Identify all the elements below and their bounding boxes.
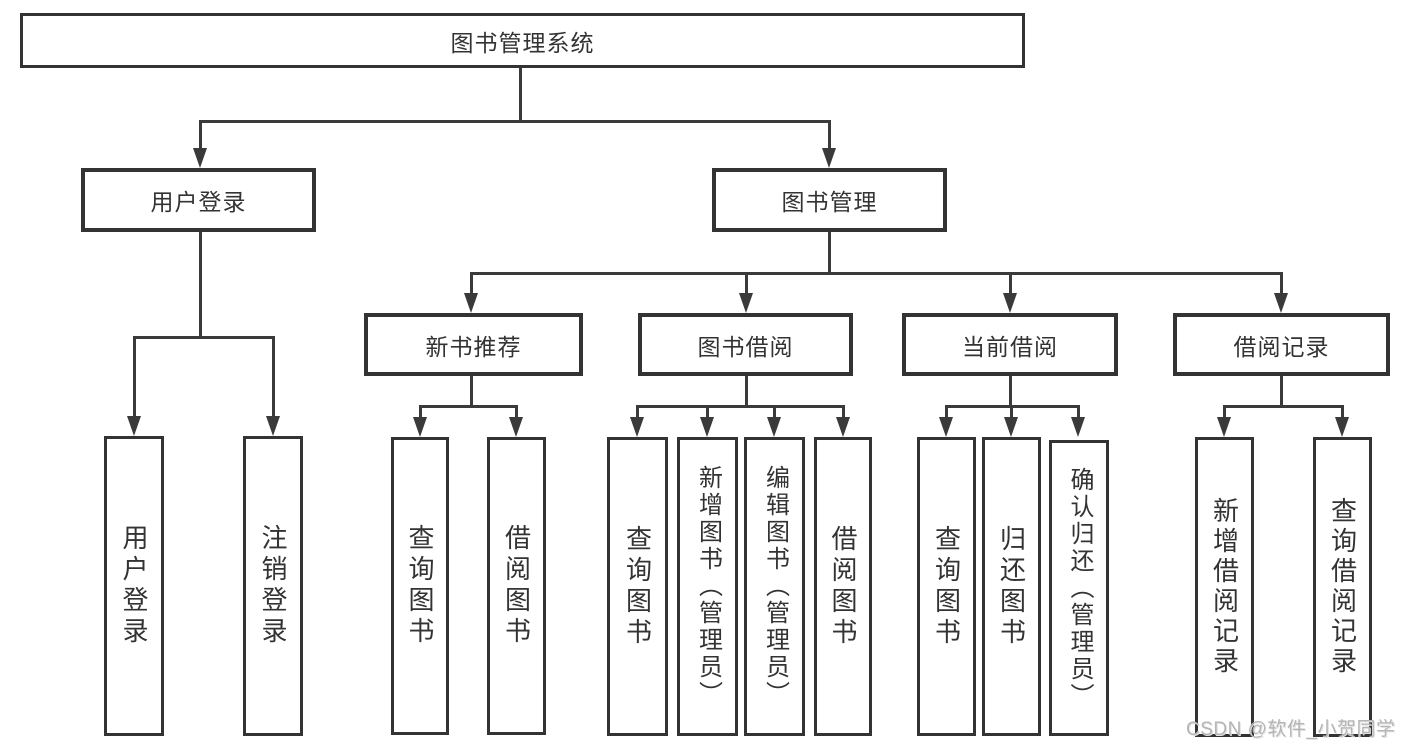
connector-borrow-hline <box>636 405 845 408</box>
leaf-newbook-borrow-book-label: 借阅图书 <box>501 524 532 648</box>
arrow-leaf-user1 <box>127 416 141 436</box>
connector-record-stem <box>1280 376 1283 408</box>
arrow-borrow-2 <box>700 417 714 437</box>
node-book-management-label: 图书管理 <box>781 189 878 215</box>
connector-drop-record-2 <box>1341 405 1344 419</box>
leaf-current-return-book-label: 归还图书 <box>996 524 1027 649</box>
arrow-record-1 <box>1217 417 1231 437</box>
node-book-management: 图书管理 <box>712 168 947 232</box>
leaf-borrow-edit-book-admin: 编辑图书（管理员） <box>744 437 805 736</box>
node-user-login: 用户登录 <box>81 168 316 232</box>
leaf-user-login-label: 用户登录 <box>119 524 149 648</box>
connector-newbook-hline <box>419 405 518 408</box>
leaf-record-query: 查询借阅记录 <box>1313 437 1372 737</box>
connector-drop-borrow-4 <box>842 405 845 419</box>
node-borrow-records-label: 借阅记录 <box>1233 333 1330 360</box>
arrow-borrow-3 <box>767 417 781 437</box>
connector-drop-current-borrow <box>1009 272 1012 295</box>
connector-drop-borrow-record <box>1280 272 1283 295</box>
arrow-newbook-2 <box>509 417 523 437</box>
connector-user-stem <box>199 232 202 339</box>
arrow-borrow-4 <box>836 417 850 437</box>
arrow-leaf-user2 <box>266 416 280 436</box>
leaf-current-return-book: 归还图书 <box>982 437 1041 736</box>
connector-borrow-stem <box>745 376 748 408</box>
arrow-current-1 <box>939 417 953 437</box>
leaf-record-add-label: 新增借阅记录 <box>1209 497 1240 677</box>
arrow-current-borrow <box>1003 293 1017 313</box>
leaf-current-confirm-return-admin-label: 确认归还（管理员） <box>1066 466 1093 710</box>
connector-user-hline <box>133 336 275 339</box>
connector-drop-newbook-1 <box>419 405 422 419</box>
connector-drop-new-book <box>470 272 473 295</box>
leaf-record-add: 新增借阅记录 <box>1195 437 1254 737</box>
connector-newbook-stem <box>470 376 473 408</box>
connector-drop-record-1 <box>1223 405 1226 419</box>
node-current-borrow-label: 当前借阅 <box>962 333 1058 360</box>
arrow-current-2 <box>1004 417 1018 437</box>
leaf-borrow-query-book: 查询图书 <box>607 437 668 736</box>
leaf-user-login: 用户登录 <box>104 436 164 736</box>
connector-mgmt-stem <box>828 232 831 275</box>
node-root: 图书管理系统 <box>20 13 1025 68</box>
leaf-borrow-add-book-admin: 新增图书（管理员） <box>677 437 738 736</box>
leaf-borrow-borrow-book: 借阅图书 <box>814 437 872 736</box>
arrow-current-3 <box>1071 417 1085 437</box>
leaf-current-query-book: 查询图书 <box>917 437 976 736</box>
connector-drop-book-mgmt <box>828 120 831 150</box>
arrow-new-book <box>464 293 478 313</box>
connector-drop-newbook-2 <box>515 405 518 419</box>
connector-drop-borrow-1 <box>636 405 639 419</box>
connector-root-stem <box>519 68 522 123</box>
leaf-logout-label: 注销登录 <box>258 524 288 648</box>
arrow-user-login <box>193 148 207 168</box>
connector-drop-current-3 <box>1077 405 1080 419</box>
leaf-newbook-query-book: 查询图书 <box>391 437 449 735</box>
arrow-newbook-1 <box>413 417 427 437</box>
node-new-book-recommend-label: 新书推荐 <box>425 333 522 360</box>
node-current-borrow: 当前借阅 <box>902 313 1118 376</box>
arrow-borrow-1 <box>630 417 644 437</box>
csdn-watermark: CSDN @软件_小贺同学 <box>1186 719 1396 740</box>
leaf-logout: 注销登录 <box>243 436 303 736</box>
leaf-borrow-add-book-admin-label: 新增图书（管理员） <box>694 465 722 708</box>
connector-drop-borrow-3 <box>773 405 776 419</box>
connector-level3-hline <box>470 272 1283 275</box>
connector-drop-book-borrow <box>745 272 748 295</box>
leaf-current-query-book-label: 查询图书 <box>931 524 962 649</box>
node-root-label: 图书管理系统 <box>450 29 595 56</box>
connector-record-hline <box>1223 405 1344 408</box>
connector-drop-current-1 <box>945 405 948 419</box>
arrow-borrow-record <box>1274 293 1288 313</box>
node-book-borrow: 图书借阅 <box>638 313 853 376</box>
connector-drop-leaf-user1 <box>133 336 136 418</box>
connector-drop-user-login <box>199 120 202 150</box>
node-user-login-label: 用户登录 <box>150 189 247 215</box>
leaf-borrow-query-book-label: 查询图书 <box>622 524 653 649</box>
node-borrow-records: 借阅记录 <box>1173 313 1390 376</box>
leaf-current-confirm-return-admin: 确认归还（管理员） <box>1049 440 1109 736</box>
connector-drop-leaf-user2 <box>272 336 275 418</box>
leaf-newbook-borrow-book: 借阅图书 <box>487 437 546 735</box>
leaf-borrow-borrow-book-label: 借阅图书 <box>828 524 858 649</box>
leaf-record-query-label: 查询借阅记录 <box>1327 497 1358 677</box>
arrow-book-mgmt <box>822 148 836 168</box>
connector-level1-hline <box>199 120 831 123</box>
leaf-borrow-edit-book-admin-label: 编辑图书（管理员） <box>761 465 789 708</box>
node-book-borrow-label: 图书借阅 <box>697 333 794 360</box>
leaf-newbook-query-book-label: 查询图书 <box>405 524 435 648</box>
connector-drop-current-2 <box>1010 405 1013 419</box>
arrow-record-2 <box>1335 417 1349 437</box>
node-new-book-recommend: 新书推荐 <box>364 313 583 376</box>
arrow-book-borrow <box>739 293 753 313</box>
connector-drop-borrow-2 <box>706 405 709 419</box>
connector-current-stem <box>1009 376 1012 408</box>
